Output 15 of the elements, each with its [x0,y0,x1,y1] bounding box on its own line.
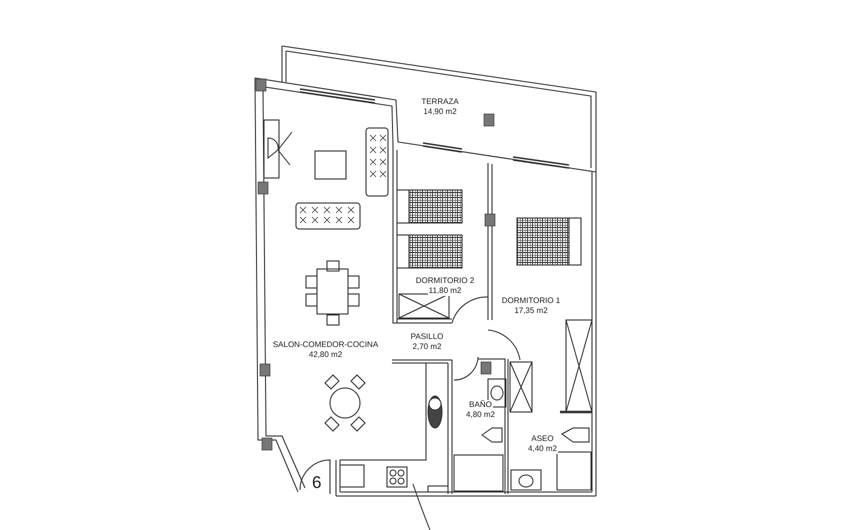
room-name: TERRAZA [420,97,460,107]
room-name: SALON-COMEDOR-COCINA [272,340,380,350]
unit-number: 6 [312,472,322,494]
room-area: 42,80 m2 [308,350,344,360]
room-name: BAÑO [468,400,493,410]
room-area: 2,70 m2 [412,342,442,352]
room-name: DORMITORIO 1 [500,296,562,306]
room-area: 4,80 m2 [465,410,496,420]
room-area: 14,90 m2 [422,107,458,117]
room-name: PASILLO [410,332,444,342]
room-area: 4,40 m2 [527,444,558,454]
room-name: DORMITORIO 2 [414,276,476,286]
room-name: ASEO [530,434,555,444]
room-area: 11,80 m2 [428,286,462,296]
room-area: 17,35 m2 [513,306,549,316]
